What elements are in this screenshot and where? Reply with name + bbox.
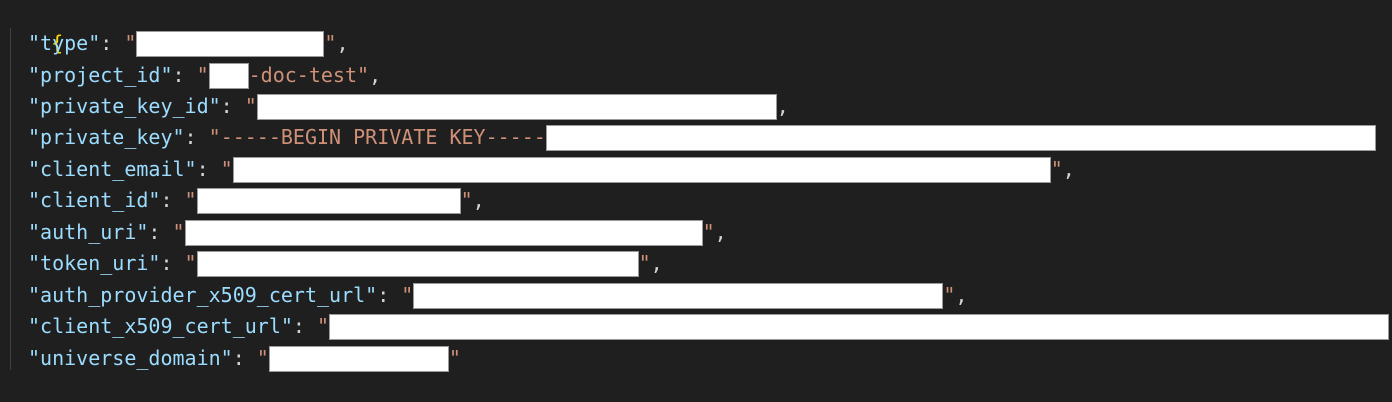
colon: :: [148, 220, 173, 244]
json-line: "client_email": " ",: [0, 154, 1075, 185]
redaction-box: [184, 219, 703, 246]
redaction-box: [268, 345, 449, 372]
line-close-brace: }: [0, 370, 63, 401]
redaction-box: [413, 282, 944, 309]
closing-punctuation: ,: [776, 94, 789, 118]
json-line: "project_id": " -doc-test",: [0, 60, 381, 91]
open-quote: ": [172, 220, 185, 244]
colon: :: [377, 283, 402, 307]
json-line: "type": " ",: [0, 28, 348, 59]
closing-punctuation: ": [448, 346, 461, 370]
colon: :: [232, 346, 257, 370]
json-key: "client_id": [28, 188, 161, 212]
closing-punctuation: ",: [357, 63, 382, 87]
json-key: "type": [28, 31, 101, 55]
redaction-box: [208, 62, 249, 89]
colon: :: [100, 31, 125, 55]
colon: :: [160, 188, 185, 212]
json-key: "auth_uri": [28, 220, 149, 244]
open-quote: ": [196, 63, 209, 87]
json-key: "project_id": [28, 63, 173, 87]
colon: :: [220, 94, 245, 118]
closing-punctuation: ",: [943, 283, 968, 307]
json-line: "client_x509_cert_url": ": [0, 311, 1390, 342]
value-prefix: -----BEGIN PRIVATE KEY-----: [220, 125, 546, 149]
open-quote: ": [220, 157, 233, 181]
json-key: "private_key": [28, 125, 185, 149]
colon: :: [160, 251, 185, 275]
closing-punctuation: ",: [460, 188, 485, 212]
json-key: "private_key_id": [28, 94, 221, 118]
colon: :: [172, 63, 197, 87]
open-quote: ": [124, 31, 137, 55]
json-line: "universe_domain": " ": [0, 343, 461, 374]
line-open-brace: {: [0, 0, 63, 55]
json-line: "auth_provider_x509_cert_url": " ",: [0, 280, 967, 311]
closing-punctuation: ",: [638, 251, 663, 275]
json-line: "client_id": " ",: [0, 185, 485, 216]
redaction-box: [256, 93, 777, 120]
open-quote: ": [184, 251, 197, 275]
closing-punctuation: ",: [702, 220, 727, 244]
json-key: "client_x509_cert_url": [28, 314, 293, 338]
open-quote: ": [184, 188, 197, 212]
open-quote: ": [256, 346, 269, 370]
closing-punctuation: ",: [324, 31, 349, 55]
indent-guide: [10, 28, 11, 370]
open-quote: ": [317, 314, 330, 338]
redaction-box: [196, 250, 639, 277]
closing-punctuation: ",: [1050, 157, 1075, 181]
json-key: "auth_provider_x509_cert_url": [28, 283, 378, 307]
json-line: "token_uri": " ",: [0, 248, 663, 279]
redaction-box: [136, 30, 325, 57]
open-brace: {: [51, 31, 64, 55]
open-quote: ": [208, 125, 221, 149]
redaction-box: [232, 156, 1051, 183]
colon: :: [184, 125, 209, 149]
redaction-box: [545, 124, 1376, 151]
json-key: "client_email": [28, 157, 197, 181]
redaction-box: [196, 187, 461, 214]
json-line: "private_key_id": ",: [0, 91, 789, 122]
open-quote: ": [401, 283, 414, 307]
redaction-box: [329, 313, 1390, 340]
json-key: "universe_domain": [28, 346, 233, 370]
json-line: "auth_uri": " ",: [0, 217, 727, 248]
json-line: "private_key": "-----BEGIN PRIVATE KEY--…: [0, 122, 1376, 153]
colon: :: [292, 314, 317, 338]
json-key: "token_uri": [28, 251, 161, 275]
value-suffix: -doc-test: [248, 63, 358, 87]
colon: :: [196, 157, 221, 181]
open-quote: ": [244, 94, 257, 118]
